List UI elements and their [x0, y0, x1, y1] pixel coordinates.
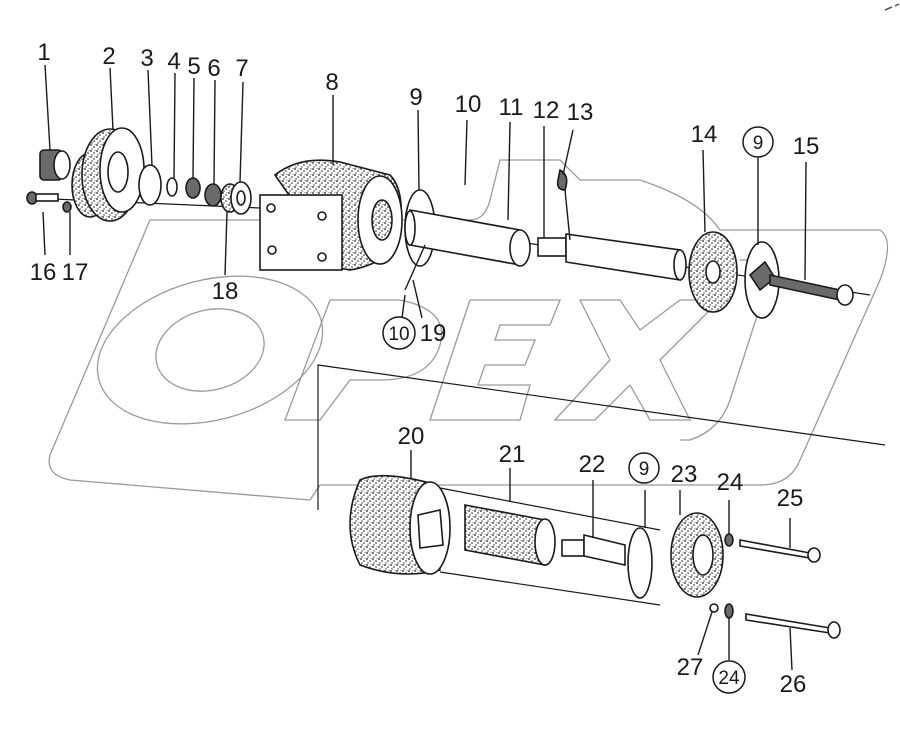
svg-text:10: 10: [388, 324, 409, 345]
leader-lines: [42, 64, 807, 671]
svg-text:9: 9: [639, 459, 650, 480]
label-24[interactable]: 24: [717, 469, 744, 496]
label-9-circled-top[interactable]: 9: [742, 126, 774, 158]
part-24-washer-2[interactable]: [724, 603, 734, 619]
part-26-bolt[interactable]: [745, 613, 841, 639]
label-1[interactable]: 1: [37, 39, 50, 66]
label-24-circled[interactable]: 24: [712, 660, 746, 694]
part-20-stator[interactable]: [349, 474, 451, 575]
part-11-cylinder-sleeve[interactable]: [404, 209, 531, 267]
label-21[interactable]: 21: [499, 441, 526, 468]
part-16-bolt[interactable]: [26, 191, 59, 205]
label-23[interactable]: 23: [671, 461, 698, 488]
part-9-o-ring-3[interactable]: [627, 527, 653, 599]
label-2[interactable]: 2: [102, 43, 115, 70]
label-3[interactable]: 3: [140, 45, 153, 72]
part-labels: 1 2 3 4 5 6 7 8 9 10 11 12 13 14 9 15 16…: [30, 39, 820, 698]
part-19-pin[interactable]: [404, 244, 426, 291]
part-7-bushing[interactable]: [220, 181, 252, 215]
label-6[interactable]: 6: [207, 55, 220, 82]
watermark-opex: [48, 159, 889, 501]
part-23-end-cover[interactable]: [670, 512, 724, 598]
label-11[interactable]: 11: [499, 94, 524, 121]
label-12[interactable]: 12: [533, 97, 560, 124]
part-4-washer[interactable]: [166, 177, 178, 197]
part-15-drive-shaft[interactable]: [748, 260, 854, 306]
part-6-bearing[interactable]: [204, 183, 222, 207]
label-15[interactable]: 15: [793, 133, 820, 160]
label-10-circled[interactable]: 10: [382, 316, 416, 350]
corner-mark: [884, 3, 900, 11]
label-10[interactable]: 10: [455, 91, 482, 118]
label-4[interactable]: 4: [167, 48, 180, 75]
label-25[interactable]: 25: [777, 485, 804, 512]
part-21-rotor[interactable]: [464, 504, 556, 566]
label-22[interactable]: 22: [579, 451, 606, 478]
label-18[interactable]: 18: [212, 278, 239, 305]
part-8-housing[interactable]: [259, 159, 403, 271]
part-5-seal[interactable]: [185, 177, 201, 199]
label-5[interactable]: 5: [187, 53, 200, 80]
part-2-flange[interactable]: [71, 127, 145, 222]
part-1-nut[interactable]: [39, 149, 71, 181]
svg-text:9: 9: [753, 133, 764, 154]
label-9-circled-bottom[interactable]: 9: [628, 452, 660, 484]
label-20[interactable]: 20: [398, 423, 425, 450]
part-14-port-plate[interactable]: [688, 231, 738, 313]
svg-text:24: 24: [718, 668, 740, 689]
label-27[interactable]: 27: [677, 654, 704, 681]
part-27-ball[interactable]: [709, 603, 719, 613]
part-22-spline-shaft[interactable]: [561, 533, 626, 566]
label-16[interactable]: 16: [30, 259, 57, 286]
label-7[interactable]: 7: [235, 55, 248, 82]
part-12-spline-shaft[interactable]: [537, 233, 687, 281]
part-17-washer[interactable]: [62, 201, 72, 213]
part-3-o-ring[interactable]: [138, 164, 162, 206]
part-25-bolt[interactable]: [739, 539, 821, 563]
label-14[interactable]: 14: [691, 121, 718, 148]
label-8[interactable]: 8: [325, 69, 338, 96]
label-26[interactable]: 26: [780, 671, 807, 698]
part-13-key[interactable]: [556, 168, 568, 191]
label-9[interactable]: 9: [409, 84, 422, 111]
label-17[interactable]: 17: [62, 259, 89, 286]
part-24-washer-1[interactable]: [724, 533, 734, 547]
label-19[interactable]: 19: [420, 320, 447, 347]
label-13[interactable]: 13: [567, 99, 594, 126]
